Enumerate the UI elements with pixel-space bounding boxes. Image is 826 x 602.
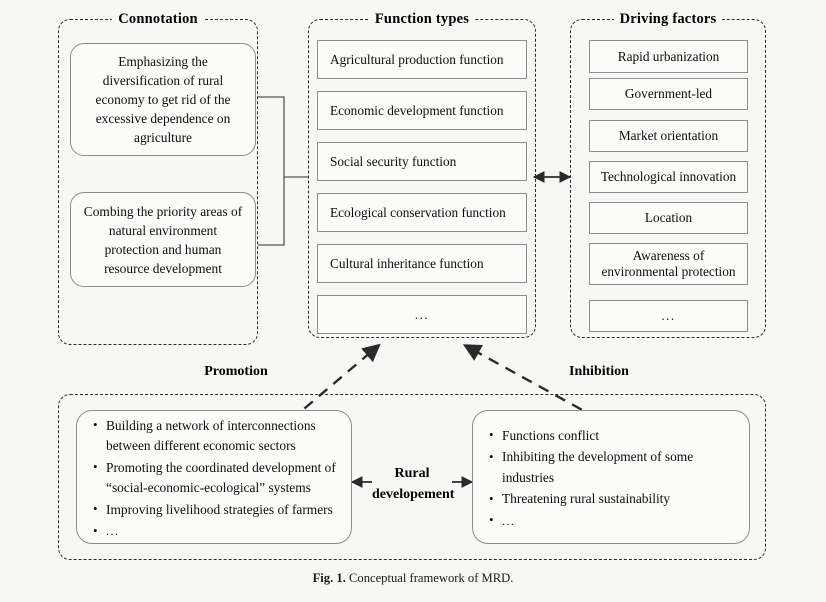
promotion-outcomes-box: Building a network of interconnections b… [76,410,352,544]
function-type-item-5[interactable]: Cultural inheritance function [317,244,527,283]
function-type-item-2[interactable]: Economic development function [317,91,527,130]
group-driving-factors: Driving factors [570,9,766,338]
connotation-box-1: Emphasizing the diversification of rural… [70,43,256,156]
driving-factor-item-2[interactable]: Government-led [589,78,748,110]
list-item: Promoting the coordinated development of… [93,457,337,499]
group-function-types-title: Function types [368,9,476,29]
inhibition-label: Inhibition [569,364,629,379]
figure-caption-text: Conceptual framework of MRD. [349,571,514,585]
function-type-item-4[interactable]: Ecological conservation function [317,193,527,232]
driving-factor-item-4[interactable]: Technological innovation [589,161,748,193]
inhibition-outcomes-box: Functions conflict Inhibiting the develo… [472,410,750,544]
group-connotation-title: Connotation [112,9,204,29]
promotion-label: Promotion [204,364,268,379]
list-item: Functions conflict [489,425,735,447]
driving-factor-item-1[interactable]: Rapid urbanization [589,40,748,73]
list-item: Inhibiting the development of some indus… [489,447,735,488]
list-item: ... [489,510,735,532]
driving-factor-item-3[interactable]: Market orientation [589,120,748,152]
inhibition-outcomes-list: Functions conflict Inhibiting the develo… [489,425,735,533]
rural-development-label-line2: developement [372,487,455,502]
driving-factor-item-6[interactable]: Awareness of environmental protection [589,243,748,285]
function-type-item-6-label: ... [414,306,430,322]
group-connotation: Connotation [58,9,258,345]
figure-caption: Fig. 1. Conceptual framework of MRD. [0,571,826,586]
group-function-types: Function types [308,9,536,338]
figure-caption-number: Fig. 1. [312,571,346,585]
function-type-item-6[interactable]: ... [317,295,527,334]
list-item: Improving livelihood strategies of farme… [93,499,337,521]
rural-development-label-line1: Rural [394,466,430,481]
driving-factor-item-7-label: ... [661,308,676,323]
list-item: Threatening rural sustainability [489,489,735,510]
group-outcomes [58,394,766,560]
list-item: Building a network of interconnections b… [93,415,337,457]
list-item: ... [93,521,337,542]
group-driving-factors-title: Driving factors [613,9,723,29]
connotation-box-2: Combing the priority areas of natural en… [70,192,256,287]
function-type-item-1[interactable]: Agricultural production function [317,40,527,79]
rural-development-label: Rural developement [372,463,455,505]
driving-factor-item-7[interactable]: ... [589,300,748,332]
function-type-item-3[interactable]: Social security function [317,142,527,181]
driving-factor-item-5[interactable]: Location [589,202,748,234]
promotion-outcomes-list: Building a network of interconnections b… [93,415,337,543]
connotation-bracket [258,96,309,246]
